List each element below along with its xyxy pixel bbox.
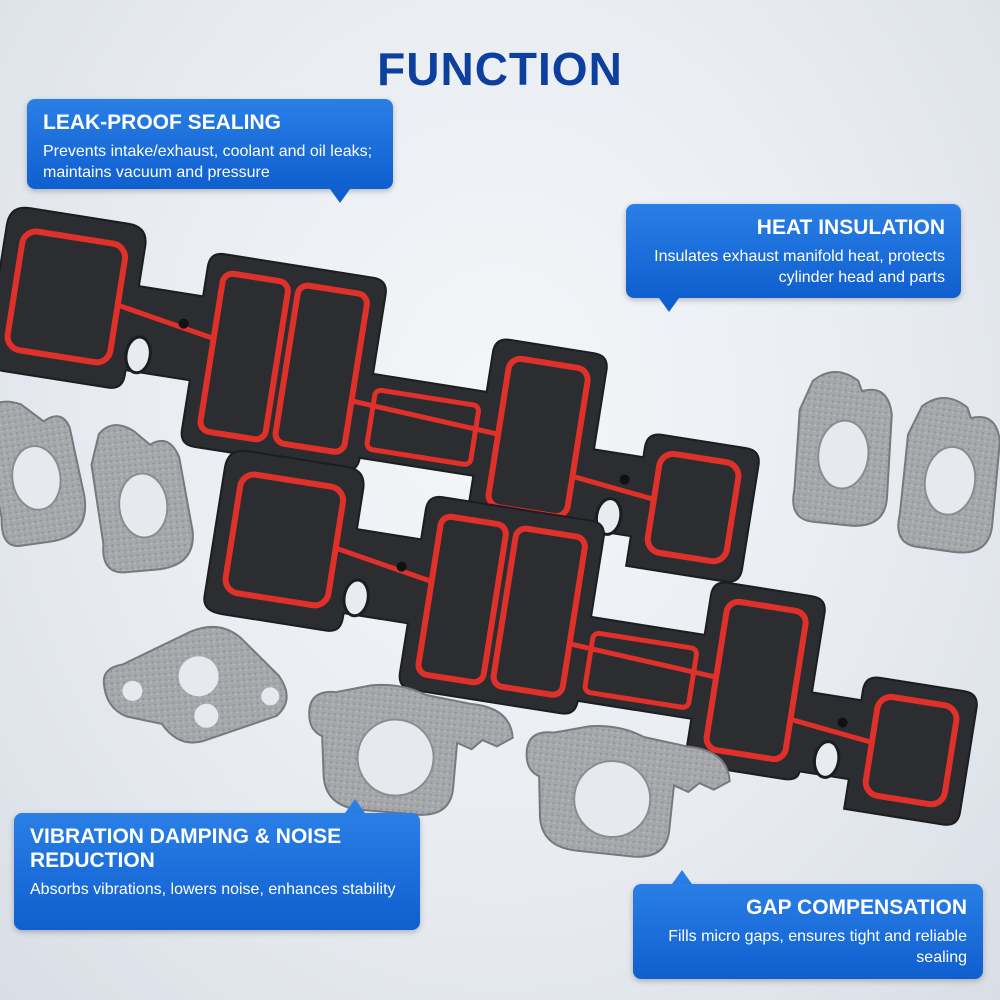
exhaust-gasket-left-2: [90, 424, 194, 574]
callout-gap-title: GAP COMPENSATION: [746, 896, 967, 919]
callout-leak-title: LEAK-PROOF SEALING: [43, 111, 282, 134]
callout-leak-pointer: [330, 189, 350, 203]
callout-vibration-pointer: [345, 799, 365, 813]
exhaust-gasket-bottom-2: [525, 725, 731, 858]
callout-heat-insulation: HEAT INSULATION Insulates exhaust manifo…: [626, 204, 961, 298]
callout-heat-body: Insulates exhaust manifold heat, protect…: [654, 248, 945, 286]
callout-leak-proof-sealing: LEAK-PROOF SEALING Prevents intake/exhau…: [27, 99, 393, 189]
callout-heat-pointer: [659, 298, 679, 312]
exhaust-gasket-bottom-1: [308, 683, 514, 816]
callout-gap-body: Fills micro gaps, ensures tight and reli…: [668, 928, 967, 966]
callout-vibration-damping: VIBRATION DAMPING & NOISE REDUCTION Abso…: [14, 813, 420, 930]
egr-gasket: [102, 625, 288, 744]
exhaust-gasket-left-1: [0, 400, 87, 547]
callout-heat-title: HEAT INSULATION: [756, 216, 945, 239]
callout-gap-compensation: GAP COMPENSATION Fills micro gaps, ensur…: [633, 884, 983, 979]
callout-vibration-body: Absorbs vibrations, lowers noise, enhanc…: [30, 881, 396, 898]
intake-gasket-upper: [0, 206, 760, 583]
callout-gap-pointer: [672, 870, 692, 884]
page-title: FUNCTION: [377, 43, 623, 95]
callout-vibration-title: VIBRATION DAMPING & NOISE REDUCTION: [30, 825, 342, 872]
exhaust-gasket-right-2: [897, 397, 1000, 554]
callout-leak-body: Prevents intake/exhaust, coolant and oil…: [43, 143, 373, 181]
exhaust-gasket-right-1: [792, 370, 893, 527]
intake-gasket-lower: [203, 449, 978, 826]
